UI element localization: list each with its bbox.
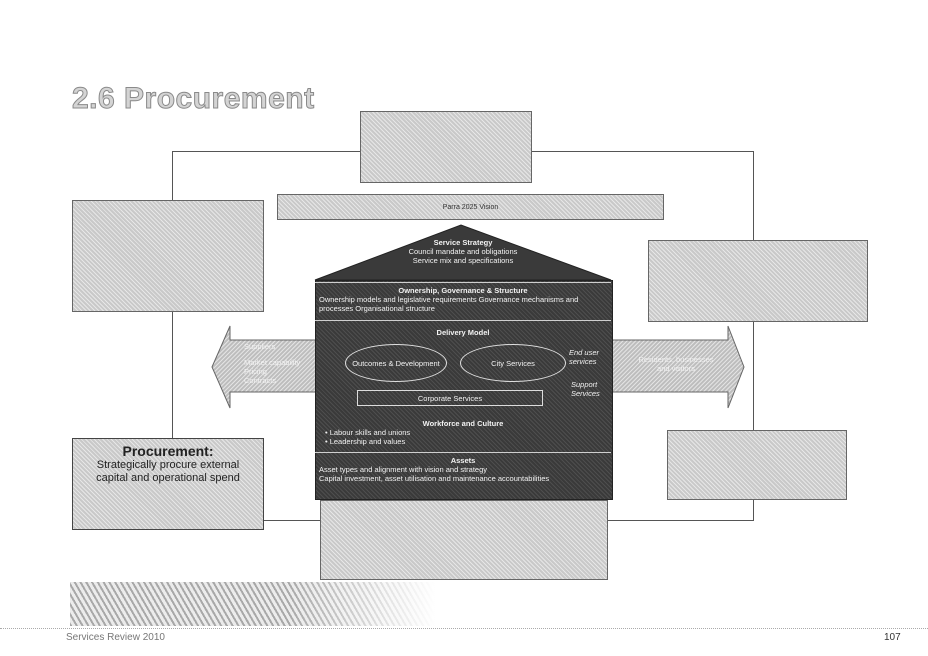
workforce-item-label: Leadership and values xyxy=(329,437,406,446)
procurement-text: Strategically procure external capital a… xyxy=(96,459,240,484)
delivery-heading: Delivery Model xyxy=(315,328,611,337)
ownership-heading: Ownership, Governance & Structure xyxy=(398,286,528,295)
vision-bar: Parra 2025 Vision xyxy=(277,194,664,220)
service-strategy: Service Strategy Council mandate and obl… xyxy=(315,238,611,265)
ownership-text: Ownership models and legislative require… xyxy=(319,295,579,313)
workforce-list: • Labour skills and unions • Leadership … xyxy=(315,428,611,446)
divider-3 xyxy=(315,452,611,453)
placeholder-box-bottom xyxy=(320,500,608,580)
suppliers-text: Suppliers Market capability Pricing Cont… xyxy=(244,342,324,385)
page-title: 2.6 Procurement xyxy=(72,82,315,116)
workforce-band: Workforce and Culture • Labour skills an… xyxy=(315,419,611,446)
delivery-heading-text: Delivery Model xyxy=(436,328,490,337)
service-strategy-line: Service mix and specifications xyxy=(412,256,514,265)
ownership-band: Ownership, Governance & Structure Owners… xyxy=(315,286,611,313)
placeholder-box-right-top xyxy=(648,240,868,322)
ellipse-city-label: City Services xyxy=(491,358,535,368)
assets-heading: Assets xyxy=(450,456,476,465)
workforce-item-label: Labour skills and unions xyxy=(329,428,411,437)
assets-line: Capital investment, asset utilisation an… xyxy=(319,474,550,483)
vision-bar-label: Parra 2025 Vision xyxy=(442,203,499,211)
residents-text: Residents, businesses and visitors xyxy=(638,355,714,373)
assets-band: Assets Asset types and alignment with vi… xyxy=(315,456,611,483)
service-strategy-heading: Service Strategy xyxy=(433,238,493,247)
support-services: Support Services xyxy=(571,380,600,398)
divider-1 xyxy=(315,282,611,283)
workforce-item: • Labour skills and unions xyxy=(325,428,411,437)
suppliers-heading: Suppliers xyxy=(244,342,276,351)
suppliers-line: Contracts xyxy=(244,376,277,385)
placeholder-box-right-bottom xyxy=(667,430,847,500)
footer-photo-strip xyxy=(70,582,435,626)
placeholder-box-left xyxy=(72,200,264,312)
assets-line: Asset types and alignment with vision an… xyxy=(319,465,488,474)
divider-2 xyxy=(315,320,611,321)
page-number: 107 xyxy=(884,632,901,643)
footer-divider xyxy=(0,628,928,629)
corporate-services-box: Corporate Services xyxy=(357,390,543,406)
end-user-services: End user services xyxy=(569,348,600,366)
suppliers-line: Pricing xyxy=(244,367,267,376)
suppliers-line: Market capability xyxy=(244,358,301,367)
corporate-services-label: Corporate Services xyxy=(417,393,483,403)
placeholder-box-top xyxy=(360,111,532,183)
footer-left-text: Services Review 2010 xyxy=(66,632,165,643)
procurement-box: Procurement: Strategically procure exter… xyxy=(72,438,264,530)
procurement-heading: Procurement: xyxy=(122,443,214,459)
service-strategy-line: Council mandate and obligations xyxy=(408,247,518,256)
assets-lines: Asset types and alignment with vision an… xyxy=(315,465,611,483)
ellipse-city-services: City Services xyxy=(460,344,566,382)
workforce-item: • Leadership and values xyxy=(325,437,406,446)
ellipse-outcomes-development: Outcomes & Development xyxy=(345,344,447,382)
workforce-heading: Workforce and Culture xyxy=(422,419,504,428)
ellipse-outcomes-label: Outcomes & Development xyxy=(352,358,440,368)
